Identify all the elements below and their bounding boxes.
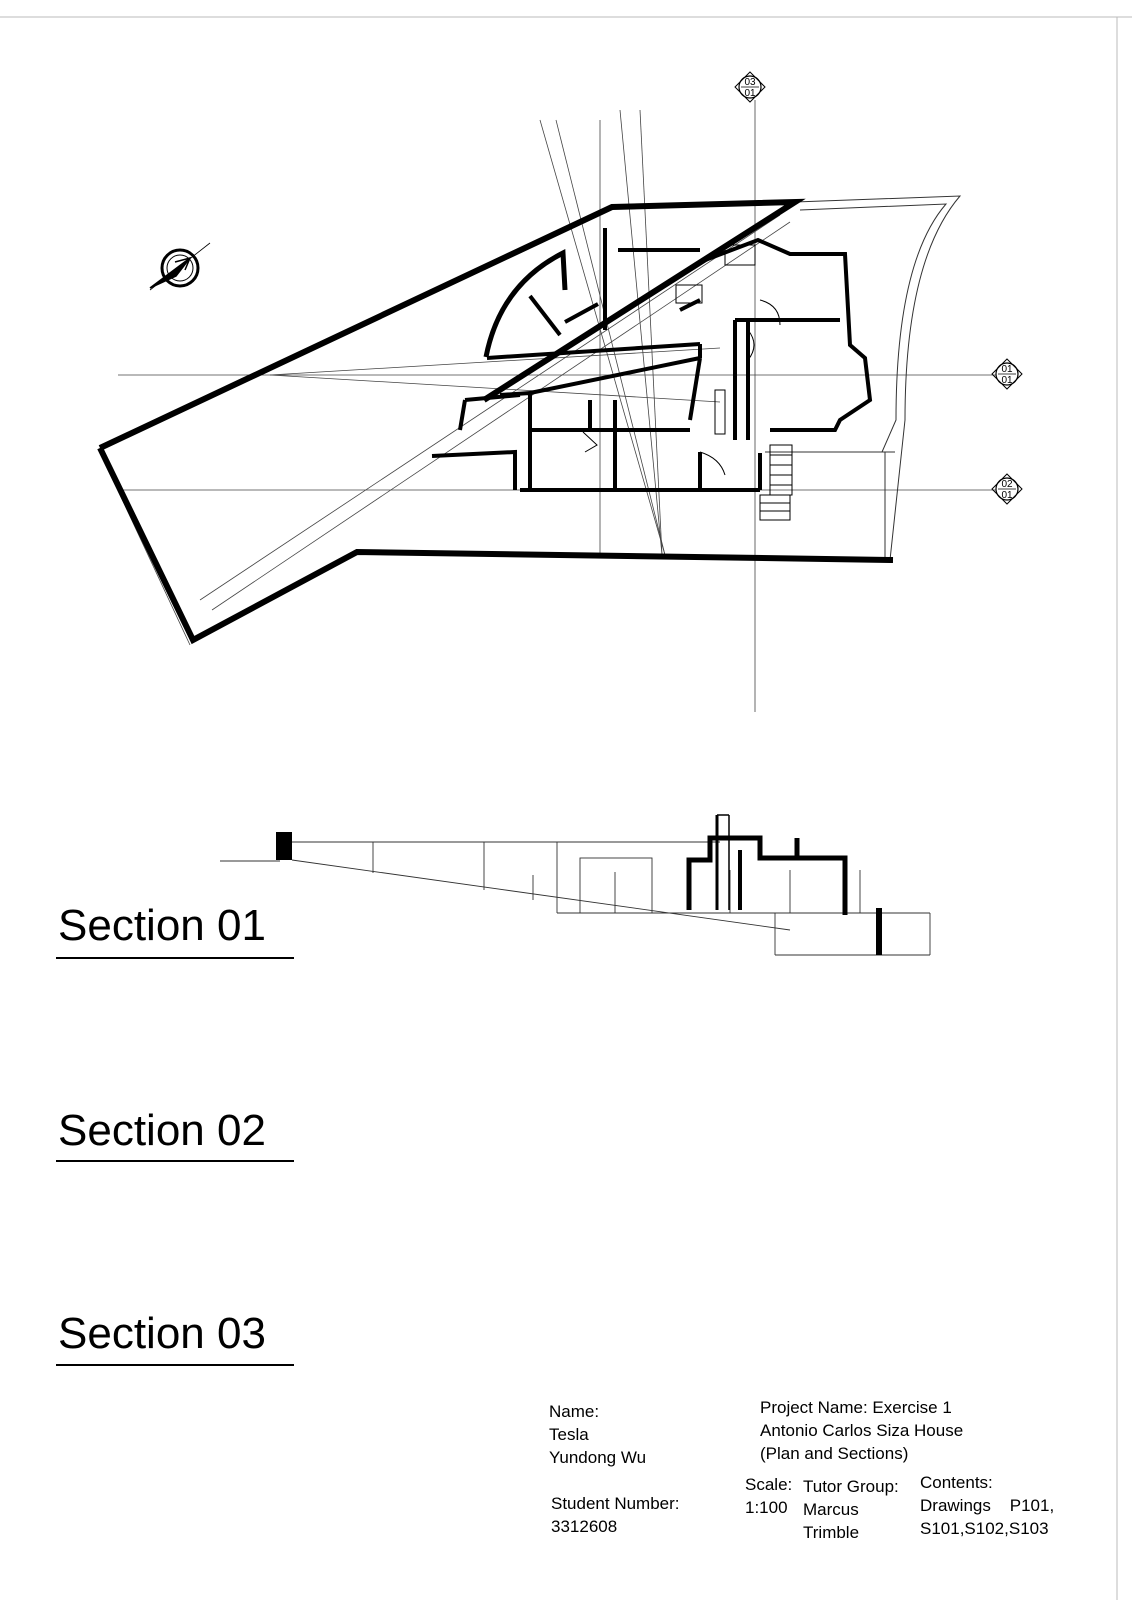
section-03-title: Section 03 [58,1309,266,1358]
section-02-underline [56,1160,294,1162]
plan-construction-lines [99,100,1000,712]
grid-marker-bottom: 01 [744,88,756,99]
floor-plan [97,100,1000,712]
section-03-underline [56,1364,294,1366]
sheet-border [0,16,1132,1600]
student-number-value: 3312608 [551,1517,618,1536]
tutor-heading: Tutor Group: [803,1477,899,1496]
grid-marker-top: 01 [1001,364,1013,375]
grid-marker-top: 03 [744,77,756,88]
project-line-2: Antonio Carlos Siza House [760,1421,964,1440]
grid-marker: 01 01 [991,358,1023,390]
section-01-drawing [220,814,931,956]
section-01-underline [56,957,294,959]
scale-heading: Scale: [745,1475,793,1494]
tutor-line-1: Marcus [803,1500,859,1519]
section-01-title: Section 01 [58,901,266,950]
plan-interior-walls [431,228,873,492]
tutor-line-2: Trimble [803,1523,860,1542]
student-number-heading: Student Number: [551,1494,680,1513]
section-02-title: Section 02 [58,1106,266,1155]
name-line-1: Tesla [549,1425,589,1444]
contents-heading: Contents: [920,1473,993,1492]
plan-curved-room [483,249,568,358]
name-line-2: Yundong Wu [549,1448,647,1467]
north-arrow-icon [149,242,211,291]
grid-marker-bottom: 01 [1001,490,1013,501]
contents-line-1: Drawings P101, [920,1496,1055,1515]
scale-value: 1:100 [745,1498,788,1517]
grid-marker-bottom: 01 [1001,375,1013,386]
plan-fixtures [582,244,793,521]
grid-marker: 03 01 [734,71,766,103]
grid-marker-top: 02 [1001,479,1013,490]
plan-outer-wall [97,198,894,645]
name-heading: Name: [549,1402,600,1421]
project-line-1: Project Name: Exercise 1 [760,1398,952,1417]
project-line-3: (Plan and Sections) [760,1444,909,1463]
plan-site-outline [765,195,962,561]
contents-line-2: S101,S102,S103 [920,1519,1049,1538]
grid-marker: 02 01 [991,473,1023,505]
